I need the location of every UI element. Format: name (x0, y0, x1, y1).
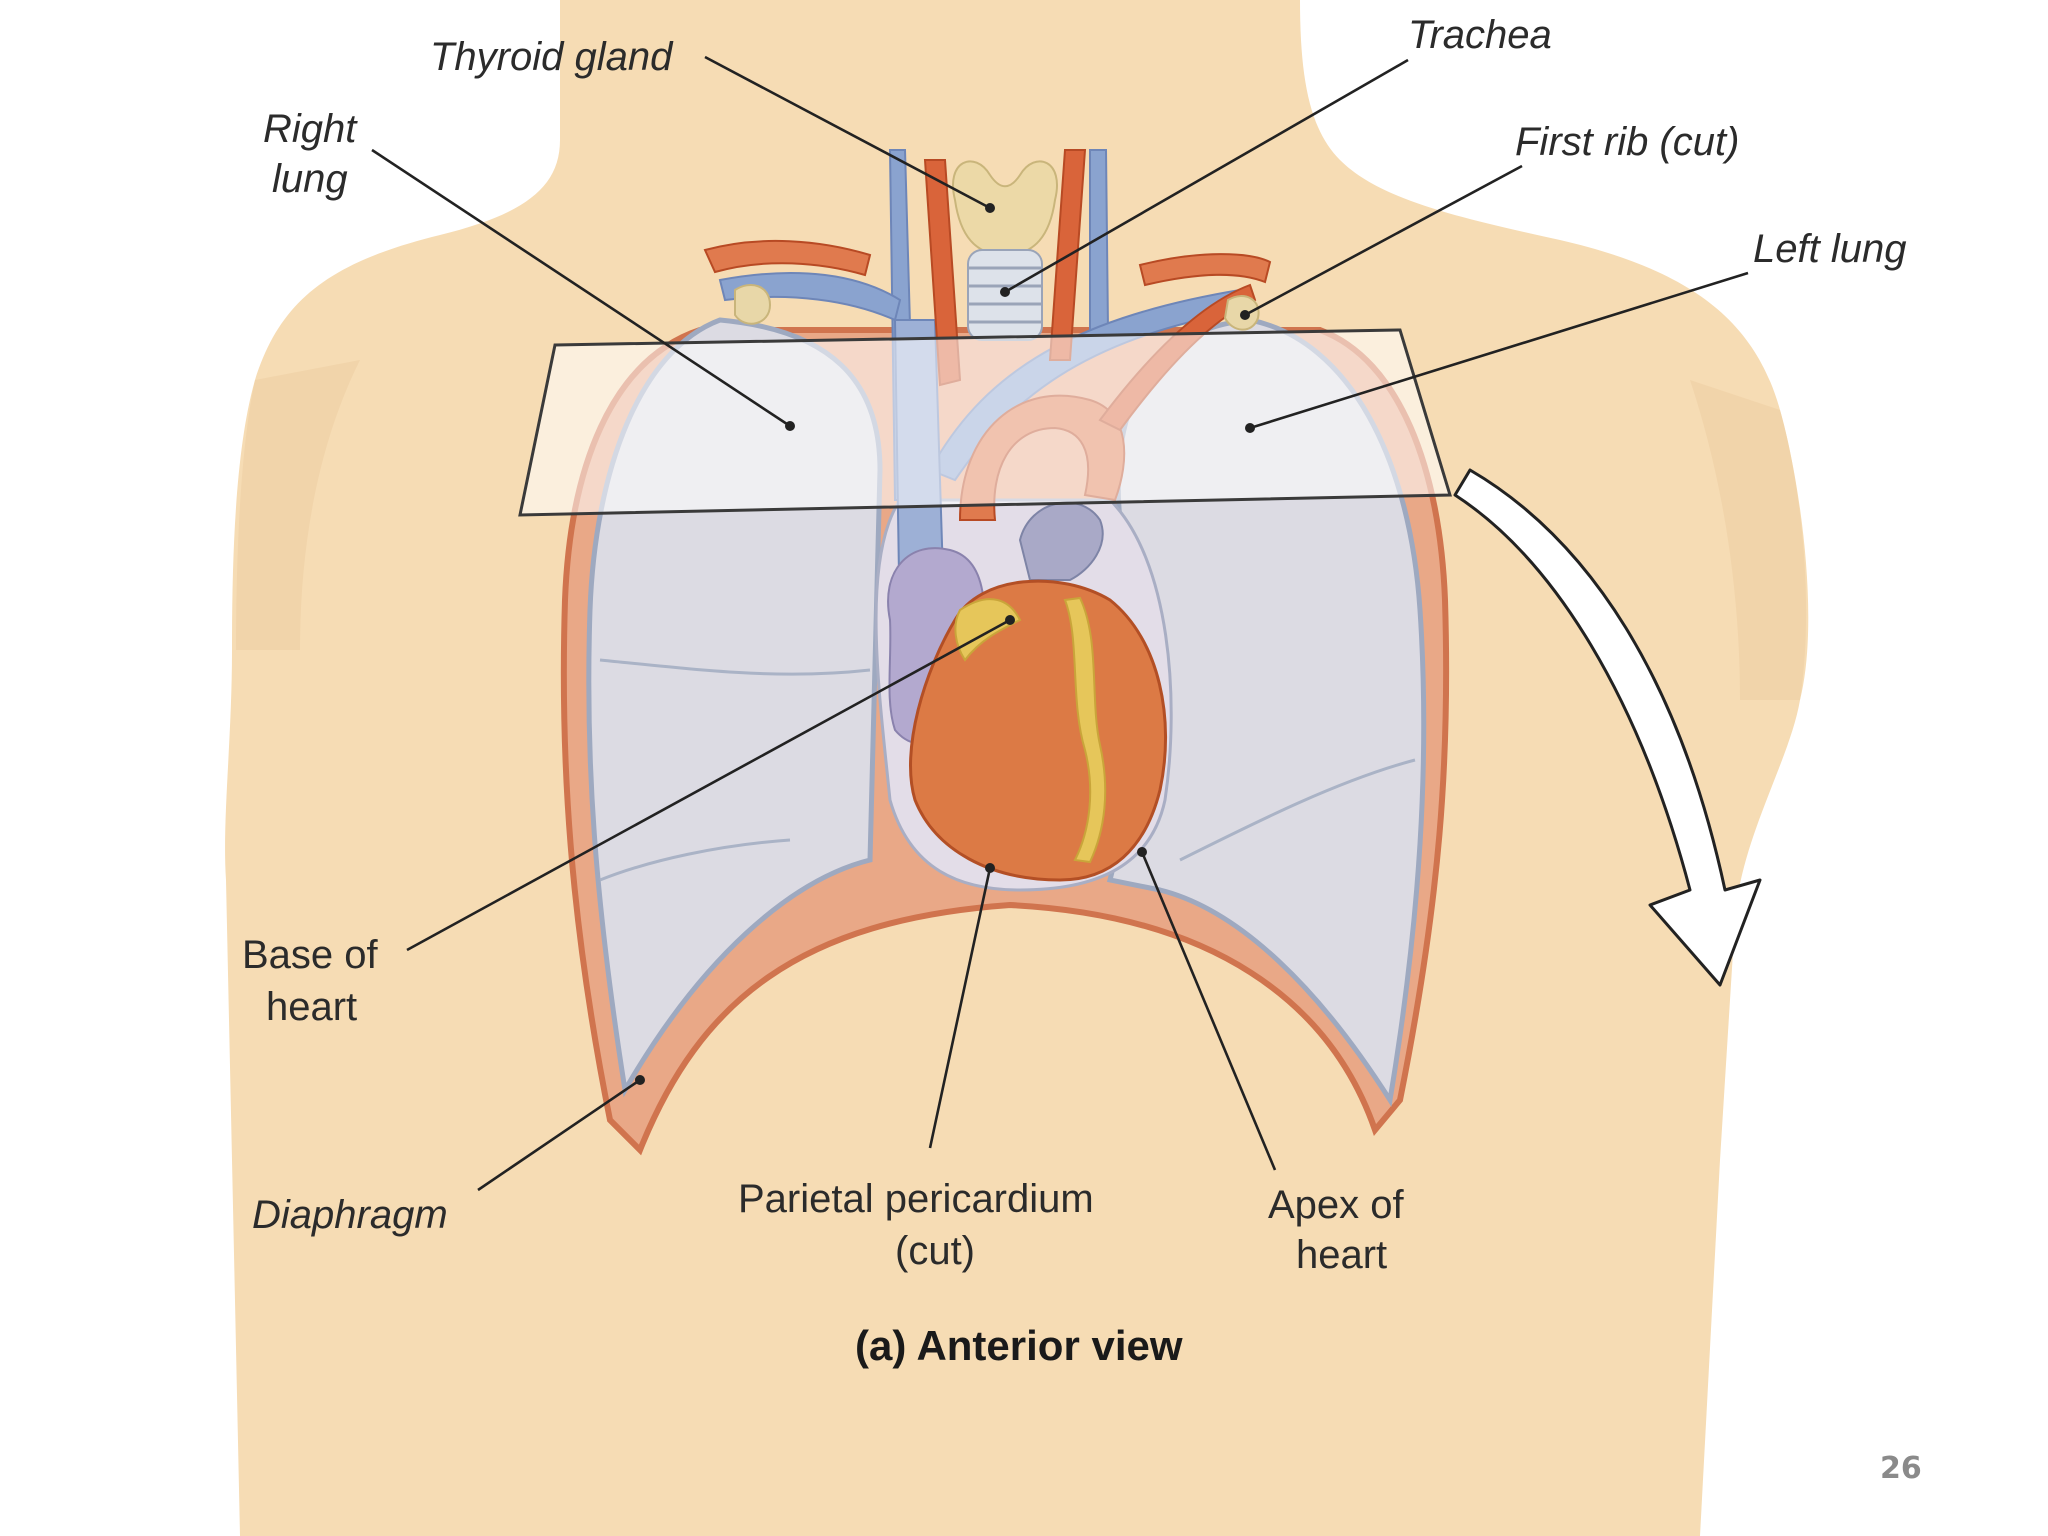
leader-base-of-heart (406, 618, 1011, 952)
first-rib-right (703, 239, 872, 277)
leader-diaphragm-dot (635, 1075, 645, 1085)
labels: Thyroid gland Trachea Right lung First r… (242, 13, 1906, 1369)
pulmonary-trunk (1018, 501, 1104, 581)
label-right-lung-line2: lung (272, 157, 348, 201)
leader-right-lung-dot (785, 421, 795, 431)
label-trachea: Trachea (1408, 13, 1552, 57)
curved-arrow (1453, 468, 1762, 987)
leader-diaphragm (477, 1078, 641, 1192)
rib-cartilage-right (734, 284, 772, 325)
leader-right-lung (371, 148, 791, 428)
label-apex-of-heart-line2: heart (1296, 1233, 1387, 1277)
leader-left-lung (1249, 271, 1749, 430)
label-left-lung: Left lung (1753, 227, 1906, 271)
leader-base-of-heart-dot (1005, 615, 1015, 625)
label-apex-of-heart-line1: Apex of (1268, 1183, 1405, 1227)
coronary-fat (1063, 596, 1107, 864)
left-lung-fissure (1179, 758, 1416, 862)
torso-illustration (225, 0, 1809, 1536)
figure-caption: (a) Anterior view (855, 1322, 1183, 1369)
label-thyroid-gland: Thyroid gland (430, 35, 674, 79)
leader-apex (1140, 851, 1277, 1171)
label-first-rib: First rib (cut) (1515, 120, 1739, 164)
leader-parietal-pericardium (928, 867, 992, 1149)
leader-left-lung-dot (1245, 423, 1255, 433)
leader-first-rib-dot (1240, 310, 1250, 320)
label-base-of-heart-line1: Base of (242, 933, 379, 977)
leader-thyroid-dot (985, 203, 995, 213)
leader-apex-dot (1137, 847, 1147, 857)
label-right-lung-line1: Right (263, 107, 358, 151)
leader-thyroid (704, 55, 991, 210)
right-lung-fissure (599, 658, 871, 676)
left-jugular-vein (1089, 149, 1110, 331)
shoulder-shade-right (236, 360, 360, 650)
page-number: 26 (1880, 1451, 1922, 1486)
cut-plate (518, 328, 1453, 517)
label-parietal-pericardium-line1: Parietal pericardium (738, 1177, 1094, 1221)
shoulder-shade-left (1690, 380, 1807, 700)
first-rib-left (1138, 253, 1272, 287)
leader-trachea (1004, 58, 1409, 294)
leader-lines (371, 55, 1749, 1192)
leader-trachea-dot (1000, 287, 1010, 297)
label-diaphragm: Diaphragm (252, 1193, 448, 1237)
right-lung-fissure-2 (599, 838, 791, 882)
label-base-of-heart-line2: heart (266, 985, 357, 1029)
leader-first-rib (1244, 164, 1523, 317)
coronary-fat-base (954, 598, 1022, 662)
leader-parietal-pericardium-dot (985, 863, 995, 873)
label-parietal-pericardium-line2: (cut) (895, 1229, 975, 1273)
